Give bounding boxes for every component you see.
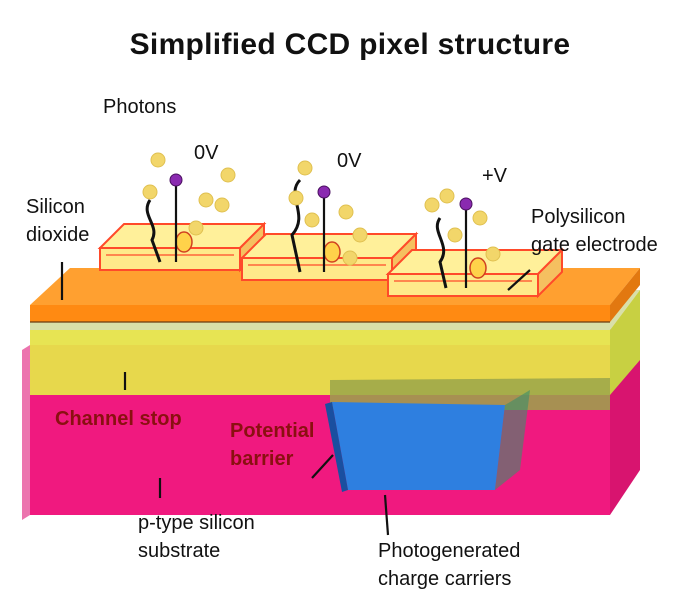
photon-12 (352, 227, 368, 243)
gate-1-charge (175, 231, 193, 253)
photon-15 (447, 227, 463, 243)
gate-2-charge (323, 241, 341, 263)
photon-path-3 (435, 217, 448, 289)
photon-13 (439, 188, 455, 204)
voltage-label-gate-1: 0V (194, 142, 219, 164)
photon-5 (220, 167, 236, 183)
photon-9 (338, 204, 354, 220)
substrate-label-line-2: substrate (138, 540, 221, 562)
photon-10 (304, 212, 320, 228)
photon-17 (472, 210, 488, 226)
photon-11 (342, 250, 358, 266)
potential-well (325, 390, 530, 492)
photon-path-2 (290, 178, 302, 273)
charge-carriers-label-line-1: Photogenerated (378, 540, 521, 562)
gate-2-terminal (317, 185, 331, 199)
gate-2-front (241, 257, 393, 281)
photon-path-1 (145, 199, 162, 263)
gate-1-terminal (169, 173, 183, 187)
photon-4 (214, 197, 230, 213)
potential-barrier-label-line-1: Potential (230, 420, 315, 442)
channel-stop-label: Channel stop (55, 408, 182, 430)
voltage-label-gate-3: +V (482, 165, 508, 187)
photon-6 (198, 192, 214, 208)
polysilicon-gates (97, 152, 565, 299)
gate-1-front (99, 247, 241, 271)
gate-3-terminal (459, 197, 473, 211)
voltage-label-gate-2: 0V (337, 150, 362, 172)
photon-2 (142, 184, 158, 200)
gate-3-charge (469, 257, 487, 279)
photons-label: Photons (103, 96, 177, 118)
silicon-dioxide-label-line-1: Silicon (26, 196, 85, 218)
diagram-title: Simplified CCD pixel structure (129, 28, 571, 61)
photon-3 (188, 220, 204, 236)
gate-3-front (387, 273, 539, 297)
silicon-dioxide-label-line-2: dioxide (26, 224, 90, 246)
photon-1 (150, 152, 166, 168)
polysilicon-label-line-2: gate electrode (531, 234, 658, 256)
photon-7 (297, 160, 313, 176)
polysilicon-label-line-1: Polysilicon (531, 206, 626, 228)
photon-16 (485, 246, 501, 262)
substrate-label-line-1: p-type silicon (138, 512, 255, 534)
leader-lines (60, 262, 531, 536)
photon-8 (288, 190, 304, 206)
gate-3-side (537, 247, 563, 299)
photon-14 (424, 197, 440, 213)
potential-barrier-label-line-2: barrier (230, 448, 294, 470)
charge-carriers-label-line-2: charge carriers (378, 568, 512, 590)
